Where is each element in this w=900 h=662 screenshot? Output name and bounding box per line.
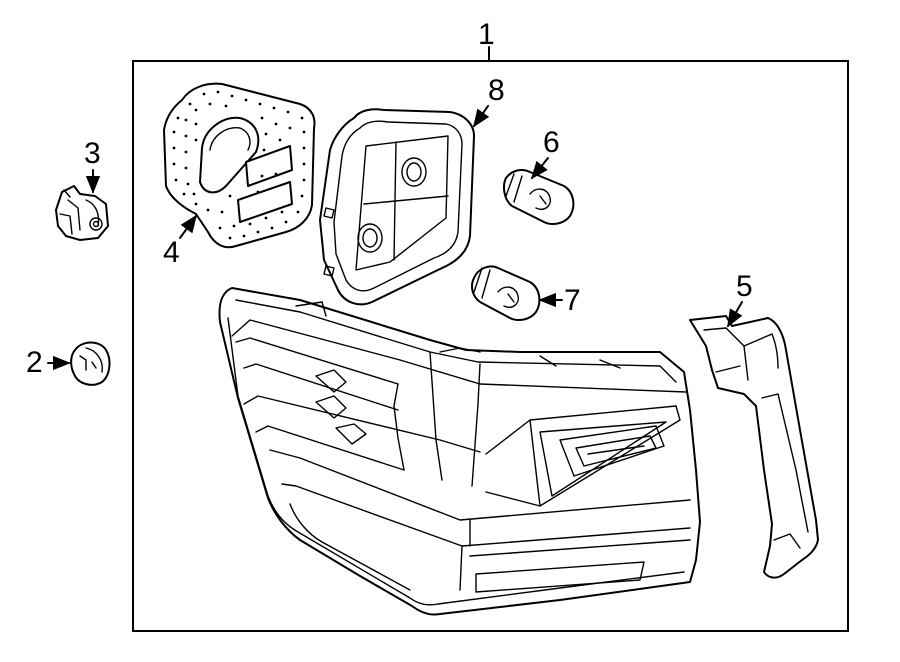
callout-number: 7 (564, 284, 581, 317)
grommet-part (70, 341, 111, 386)
assembly-boundary-frame (132, 60, 849, 632)
bulb-socket-part (55, 185, 109, 241)
bulb-7-part (471, 265, 541, 321)
callout-3: 3 (84, 137, 101, 194)
callout-6: 6 (530, 126, 560, 180)
callout-5: 5 (727, 270, 753, 328)
callout-number: 1 (478, 18, 495, 51)
gasket-perforation-dots (172, 90, 306, 240)
leader-arrow (727, 301, 743, 328)
gasket-part (163, 82, 316, 249)
bulb-6-part (503, 169, 575, 225)
leader-arrow (472, 105, 490, 128)
callout-7: 7 (538, 284, 581, 317)
callout-8: 8 (472, 74, 505, 128)
tail-lamp-housing (218, 287, 701, 616)
callout-4: 4 (163, 214, 198, 269)
callout-1: 1 (478, 18, 495, 62)
callout-2: 2 (26, 346, 71, 379)
callout-number: 2 (26, 346, 43, 379)
callout-number: 4 (163, 236, 180, 269)
callout-number: 8 (488, 74, 505, 107)
callout-number: 6 (543, 126, 560, 159)
leader-arrow (530, 157, 549, 180)
bulb-holder-plate-part (319, 108, 475, 306)
leader-arrow (179, 214, 198, 239)
callout-number: 5 (736, 270, 753, 303)
bracket-part (689, 315, 819, 579)
callout-number: 3 (84, 137, 101, 170)
